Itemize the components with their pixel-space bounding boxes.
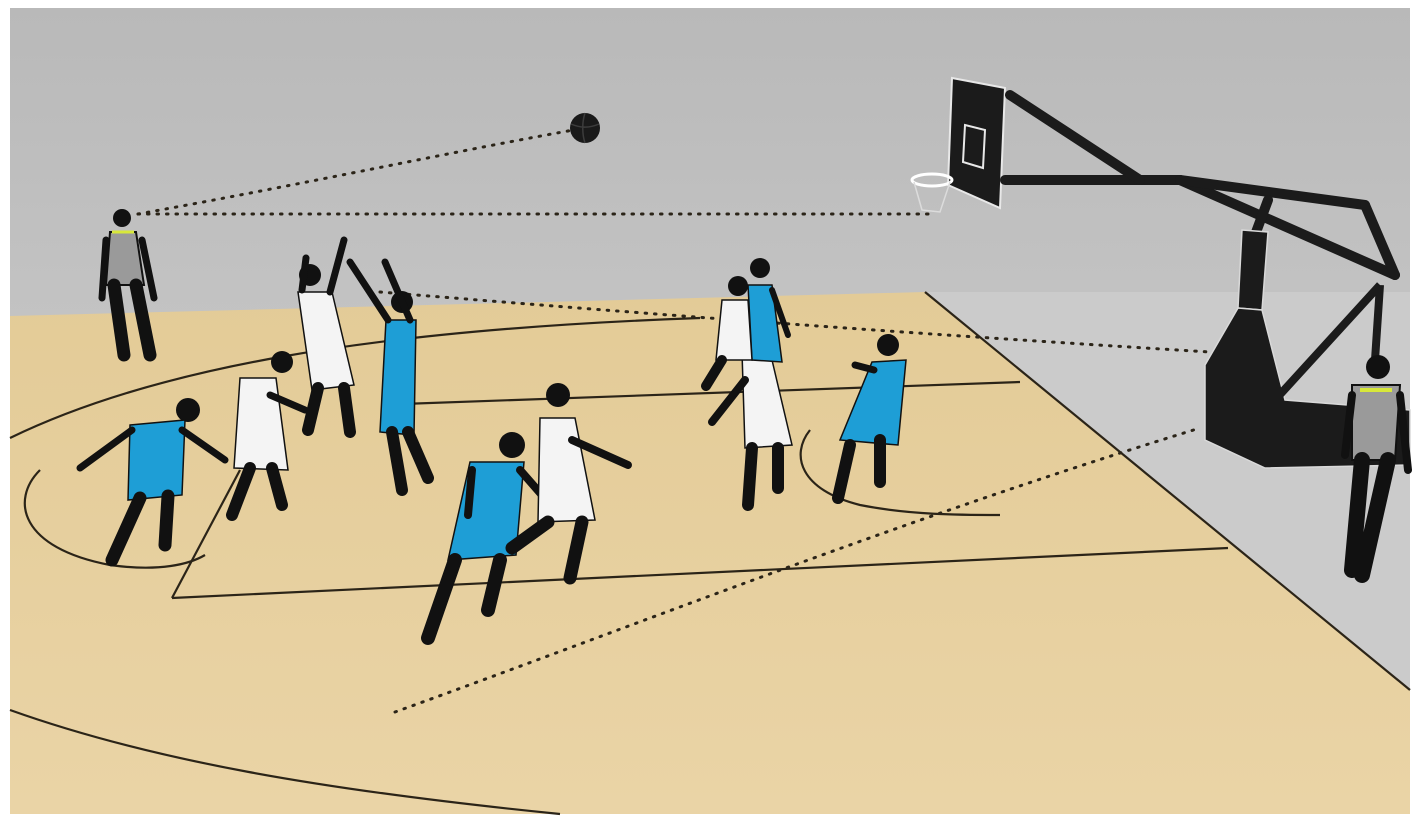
- backboard: [948, 78, 1005, 208]
- stanchion-column: [1238, 230, 1268, 310]
- basketball-icon: [570, 113, 600, 143]
